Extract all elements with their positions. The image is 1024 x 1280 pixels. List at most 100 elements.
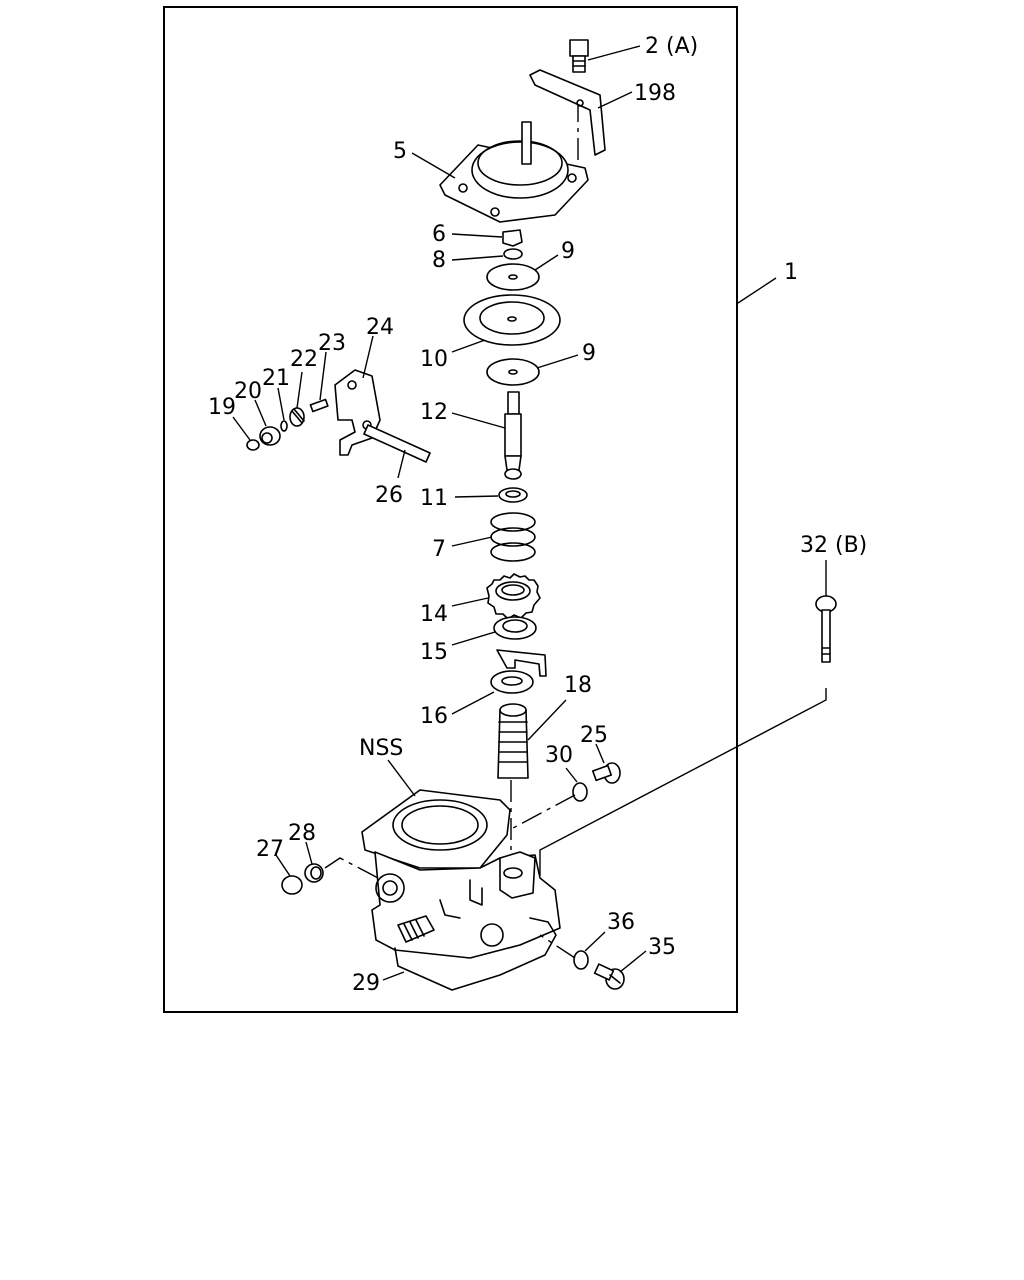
part-30-washer	[572, 782, 588, 802]
leader-25	[595, 743, 605, 764]
leader-14	[451, 597, 489, 607]
label-27: 27	[256, 837, 284, 862]
leader-8	[451, 255, 504, 261]
label-11: 11	[420, 486, 448, 511]
part-9-lower-plate	[486, 358, 540, 386]
label-23: 23	[318, 331, 346, 356]
part-35-screw	[593, 963, 625, 990]
label-7: 7	[432, 537, 446, 562]
label-nss: NSS	[359, 736, 403, 761]
part-198-bracket	[529, 69, 606, 156]
part-25-screw	[591, 762, 621, 784]
dash-30	[499, 794, 576, 836]
label-21: 21	[262, 366, 290, 391]
leader-nss	[387, 759, 416, 797]
leader-9a	[534, 254, 559, 271]
part-24-lever	[334, 369, 381, 456]
part-2-bolt	[569, 39, 589, 73]
label-25: 25	[580, 723, 608, 748]
part-7-spring	[490, 512, 536, 562]
spring-clip	[496, 649, 547, 677]
label-9b: 9	[582, 341, 596, 366]
label-10: 10	[420, 347, 448, 372]
part-20-cap	[259, 426, 281, 446]
leader-23	[319, 351, 327, 401]
leader-11	[454, 495, 499, 498]
leader-16	[451, 691, 495, 715]
label-1: 1	[784, 260, 798, 285]
leader-18	[527, 699, 567, 741]
leader-9b	[536, 354, 579, 369]
label-15: 15	[420, 640, 448, 665]
label-16: 16	[420, 704, 448, 729]
leader-7	[451, 536, 493, 547]
part-14-gear	[486, 573, 541, 620]
part-10-diaphragm	[463, 294, 561, 346]
bolt-32-guide	[539, 688, 827, 876]
part-36-washer	[573, 950, 589, 970]
leader-36	[584, 931, 606, 952]
part-32-bolt	[815, 595, 837, 663]
leader-26	[397, 449, 406, 479]
part-28-plug	[304, 863, 324, 883]
leader-21	[277, 387, 285, 421]
leader-24	[362, 335, 374, 379]
part-18-boot	[497, 703, 529, 779]
label-32: 32 (B)	[800, 533, 867, 558]
part-29-gasket	[394, 917, 557, 991]
part-21-ring	[280, 420, 288, 432]
part-19-washer	[246, 439, 260, 451]
part-11-seal	[498, 487, 528, 503]
label-198: 198	[634, 81, 676, 106]
part-22-spring	[289, 407, 305, 427]
part-27-plug	[281, 875, 303, 895]
part-16-washer	[490, 670, 534, 694]
leader-28	[305, 841, 313, 865]
label-29: 29	[352, 971, 380, 996]
part-23-pin	[309, 398, 329, 413]
leader-27	[275, 854, 291, 877]
leader-20	[254, 399, 267, 427]
dash-28	[324, 857, 379, 879]
part-6-nut	[502, 229, 523, 247]
leader-22	[296, 371, 303, 409]
part-9-upper-plate	[486, 263, 540, 291]
part-5-cover	[439, 121, 589, 223]
leader-35	[619, 950, 647, 973]
label-22: 22	[290, 347, 318, 372]
part-15-bearing	[493, 616, 537, 640]
label-24: 24	[366, 315, 394, 340]
label-2: 2 (A)	[645, 34, 698, 59]
label-12: 12	[420, 400, 448, 425]
leader-19	[232, 416, 251, 441]
leader-5	[411, 152, 456, 179]
label-6: 6	[432, 222, 446, 247]
leader-2	[587, 45, 641, 61]
leader-6	[451, 233, 503, 238]
leader-29	[382, 971, 405, 981]
part-12-shaft	[504, 391, 522, 480]
leader-15	[451, 631, 496, 646]
label-18: 18	[564, 673, 592, 698]
leader-10	[451, 339, 486, 353]
label-26: 26	[375, 483, 403, 508]
label-19: 19	[208, 395, 236, 420]
label-8: 8	[432, 248, 446, 273]
label-20: 20	[234, 379, 262, 404]
leader-1	[737, 277, 777, 304]
leader-12	[451, 412, 506, 429]
label-14: 14	[420, 602, 448, 627]
part-8-washer	[503, 248, 523, 260]
leader-30	[565, 767, 578, 783]
diagram-frame	[163, 6, 738, 1013]
label-35: 35	[648, 935, 676, 960]
dash-36	[539, 934, 576, 959]
label-9a: 9	[561, 239, 575, 264]
label-28: 28	[288, 821, 316, 846]
part-nss-body	[361, 789, 561, 959]
label-5: 5	[393, 139, 407, 164]
part-26-pin	[363, 424, 431, 463]
leader-198	[597, 91, 633, 109]
label-30: 30	[545, 743, 573, 768]
